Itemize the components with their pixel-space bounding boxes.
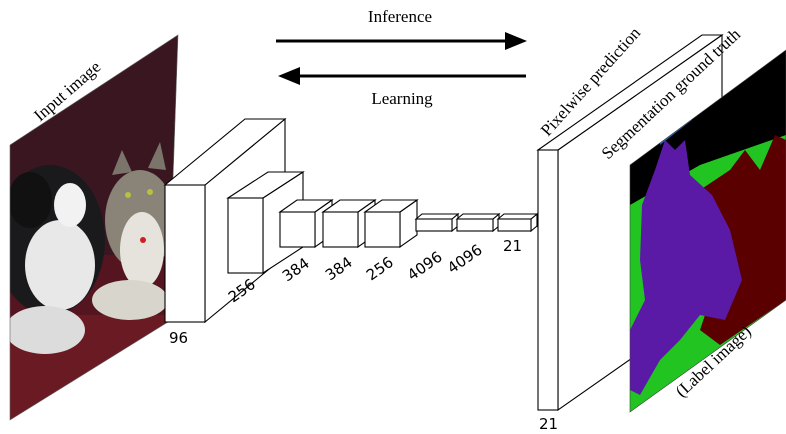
layer-stack — [163, 117, 539, 324]
layer-box-4096-a — [414, 212, 460, 233]
layer-size-label-4096-a: 4096 — [404, 248, 446, 285]
inference-label: Inference — [368, 7, 432, 26]
learning-arrow — [278, 67, 526, 85]
layer-size-label-96: 96 — [169, 329, 188, 347]
layer-box-256-b — [363, 198, 419, 249]
layer-size-label-384-b: 384 — [322, 253, 356, 284]
layer-size-label-256-b: 256 — [363, 253, 397, 284]
layer-box-4096-b — [455, 212, 501, 233]
prediction-size-label: 21 — [539, 415, 558, 433]
input-image — [9, 34, 179, 421]
segmentation-label-image — [629, 49, 786, 413]
inference-arrow — [276, 32, 527, 50]
layer-box-21 — [496, 212, 539, 233]
layer-size-label-4096-b: 4096 — [444, 241, 486, 278]
layer-size-label-21: 21 — [503, 237, 522, 255]
learning-label: Learning — [371, 89, 433, 108]
